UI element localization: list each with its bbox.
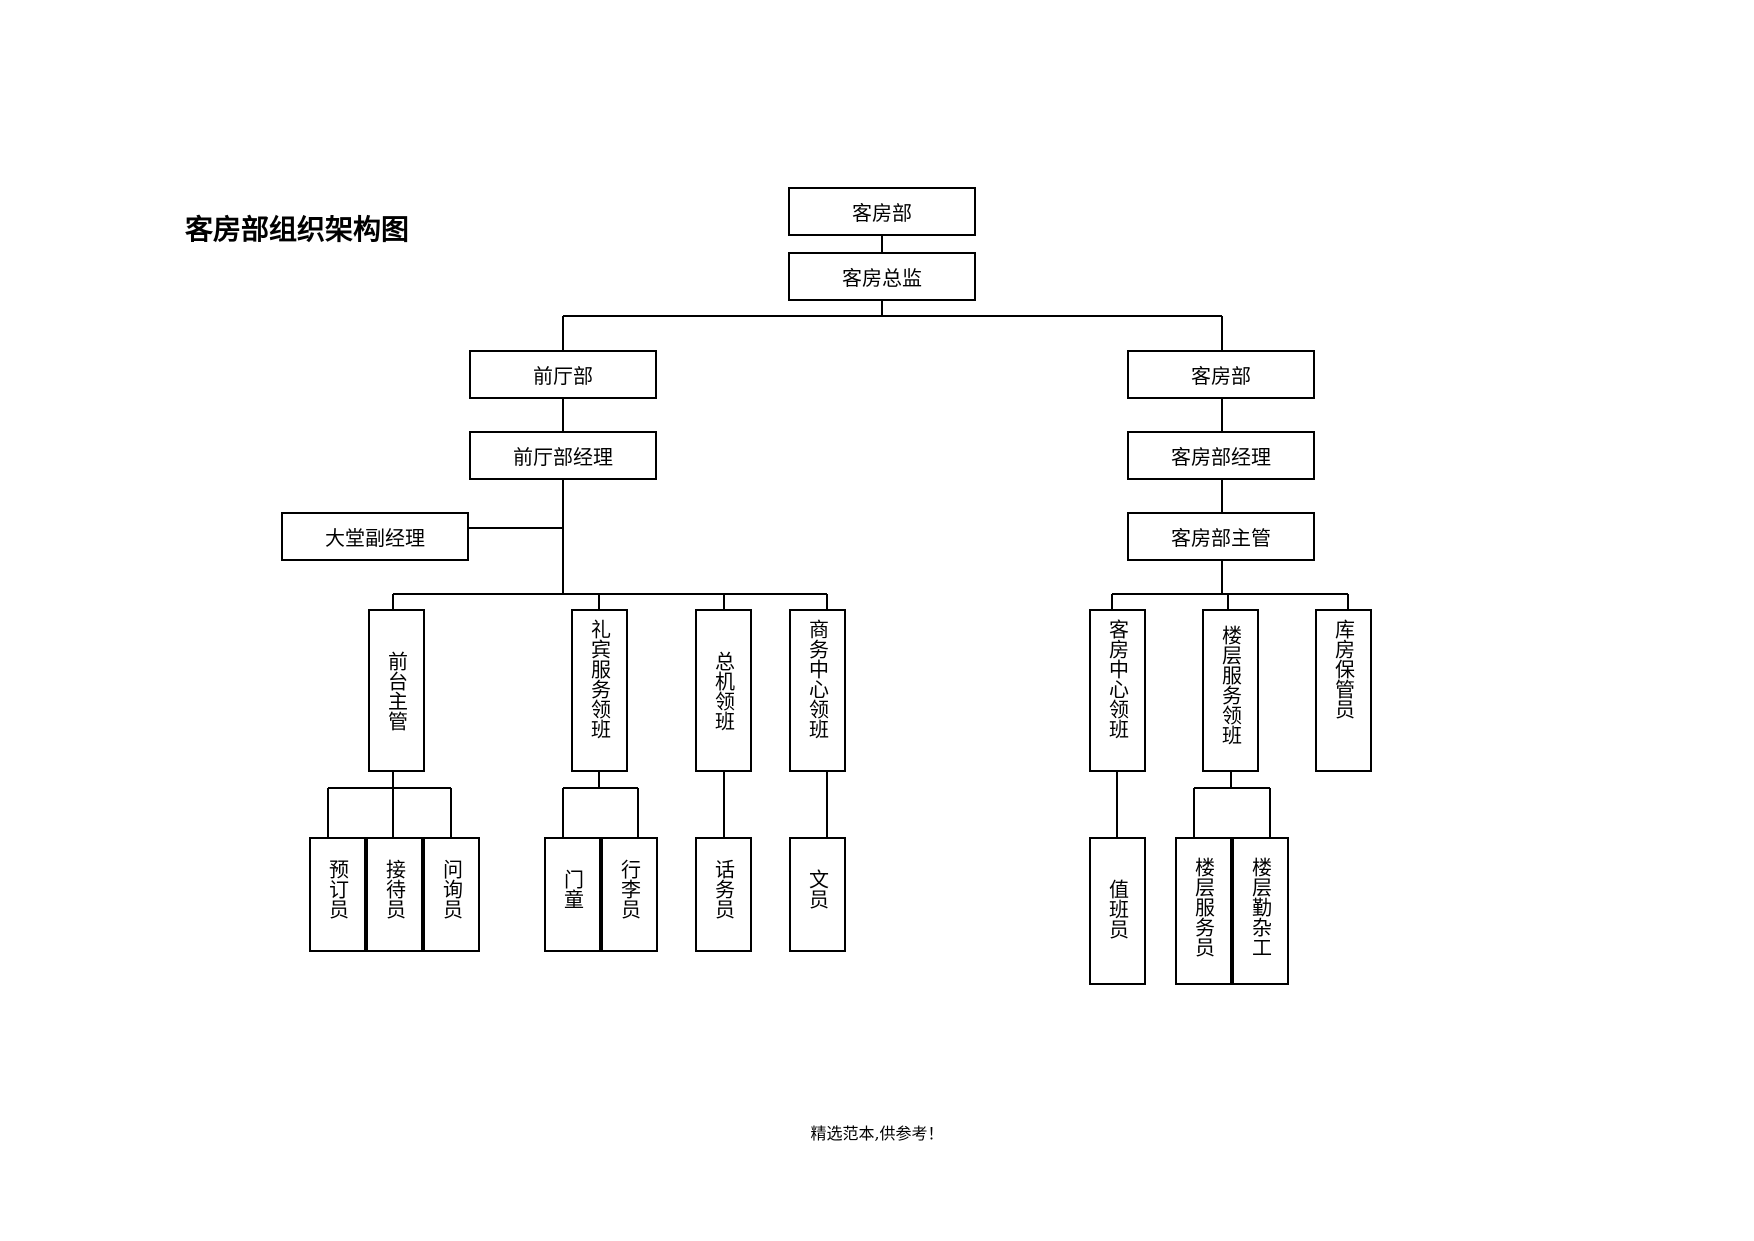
node-information-clerk-label: 问询员: [439, 859, 464, 919]
node-front-desk-supervisor-label: 前台主管: [384, 650, 409, 731]
node-housekeeping-supervisor: 客房部主管: [1127, 512, 1315, 561]
node-front-desk-supervisor: 前台主管: [368, 609, 425, 772]
node-floor-attendant-label: 楼层服务员: [1191, 857, 1216, 957]
node-operator: 话务员: [695, 837, 752, 952]
node-bellman: 行李员: [601, 837, 658, 952]
node-operator-captain: 总机领班: [695, 609, 752, 772]
node-clerk-label: 文员: [805, 869, 830, 909]
node-floor-handyman: 楼层勤杂工: [1232, 837, 1289, 985]
node-duty-clerk: 值班员: [1089, 837, 1146, 985]
node-floor-handyman-label: 楼层勤杂工: [1248, 857, 1273, 957]
node-room-center-captain: 客房中心领班: [1089, 609, 1146, 772]
node-root: 客房部: [788, 187, 976, 236]
node-floor-service-captain: 楼层服务领班: [1202, 609, 1259, 772]
node-operator-captain-label: 总机领班: [711, 650, 736, 731]
node-reception-clerk-label: 接待员: [382, 859, 407, 919]
node-operator-label: 话务员: [711, 859, 736, 919]
node-business-center-captain-label: 商务中心领班: [805, 619, 830, 739]
node-concierge-captain-label: 礼宾服务领班: [587, 619, 612, 739]
node-reception-clerk: 接待员: [366, 837, 423, 952]
page-footer: 精选范本,供参考！: [810, 1124, 944, 1143]
node-clerk: 文员: [789, 837, 846, 952]
node-bellman-label: 行李员: [617, 859, 642, 919]
node-doorman-label: 门童: [560, 869, 585, 909]
node-front-office: 前厅部: [469, 350, 657, 399]
node-reservation-clerk-label: 预订员: [325, 859, 350, 919]
node-room-center-captain-label: 客房中心领班: [1105, 619, 1130, 739]
node-floor-service-captain-label: 楼层服务领班: [1218, 625, 1243, 745]
node-housekeeping-manager: 客房部经理: [1127, 431, 1315, 480]
node-doorman: 门童: [544, 837, 601, 952]
node-storeroom-keeper: 库房保管员: [1315, 609, 1372, 772]
node-housekeeping: 客房部: [1127, 350, 1315, 399]
node-storeroom-keeper-label: 库房保管员: [1331, 619, 1356, 719]
node-front-office-manager: 前厅部经理: [469, 431, 657, 480]
node-duty-clerk-label: 值班员: [1105, 879, 1130, 939]
node-business-center-captain: 商务中心领班: [789, 609, 846, 772]
node-reservation-clerk: 预订员: [309, 837, 366, 952]
node-floor-attendant: 楼层服务员: [1175, 837, 1232, 985]
node-concierge-captain: 礼宾服务领班: [571, 609, 628, 772]
node-director: 客房总监: [788, 252, 976, 301]
node-information-clerk: 问询员: [423, 837, 480, 952]
node-lobby-assistant-manager: 大堂副经理: [281, 512, 469, 561]
page-title: 客房部组织架构图: [185, 213, 410, 246]
